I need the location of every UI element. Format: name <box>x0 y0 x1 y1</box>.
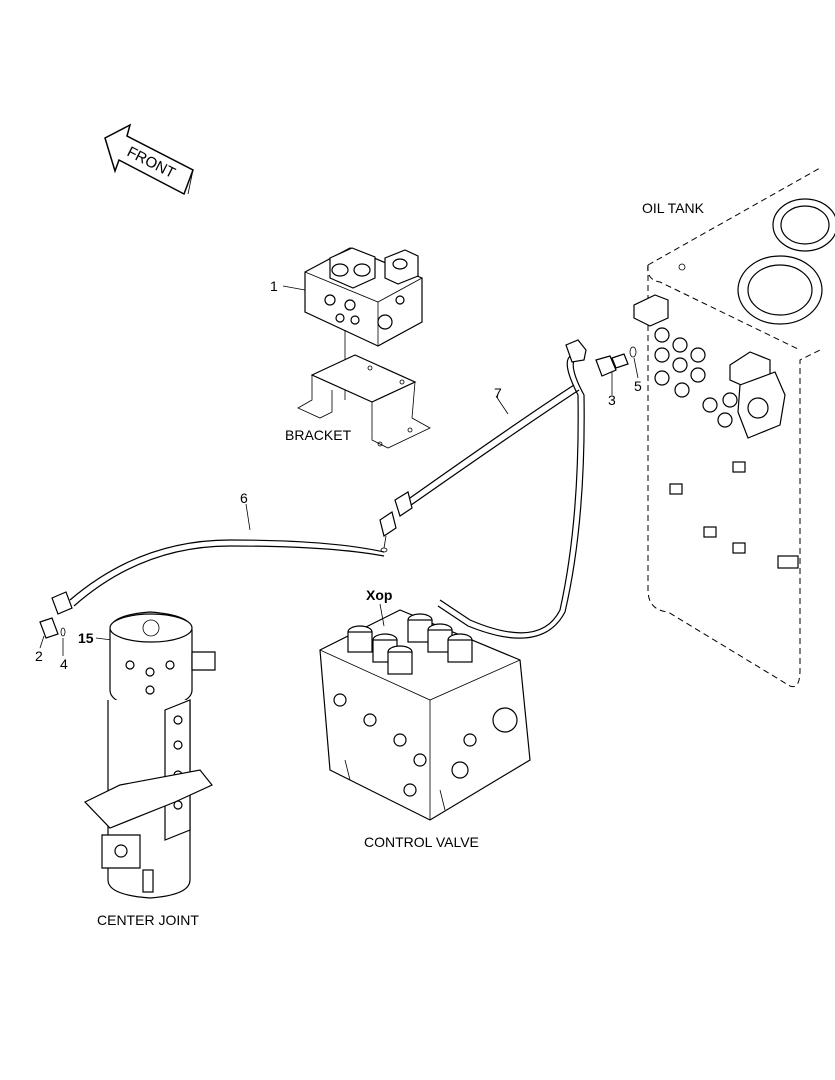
callout-2: 2 <box>35 648 43 664</box>
hose-6 <box>39 539 385 639</box>
callout-15: 15 <box>78 630 94 646</box>
callout-5: 5 <box>634 378 642 394</box>
control-valve <box>319 609 531 821</box>
valve-block <box>304 247 423 347</box>
callout-1: 1 <box>270 278 278 294</box>
control-valve-label: CONTROL VALVE <box>364 834 479 850</box>
front-arrow: FRONT <box>104 123 194 196</box>
center-joint <box>83 611 216 899</box>
oil-tank <box>633 167 835 688</box>
center-joint-label: CENTER JOINT <box>97 912 199 928</box>
bracket <box>297 330 431 449</box>
port-xop-label: Xop <box>366 587 392 603</box>
bracket-label: BRACKET <box>285 427 352 443</box>
oil-tank-label: OIL TANK <box>642 200 705 216</box>
hose-7 <box>379 339 637 639</box>
callout-3: 3 <box>608 392 616 408</box>
callout-7: 7 <box>494 385 502 401</box>
callout-6: 6 <box>240 490 248 506</box>
callout-4: 4 <box>60 656 68 672</box>
